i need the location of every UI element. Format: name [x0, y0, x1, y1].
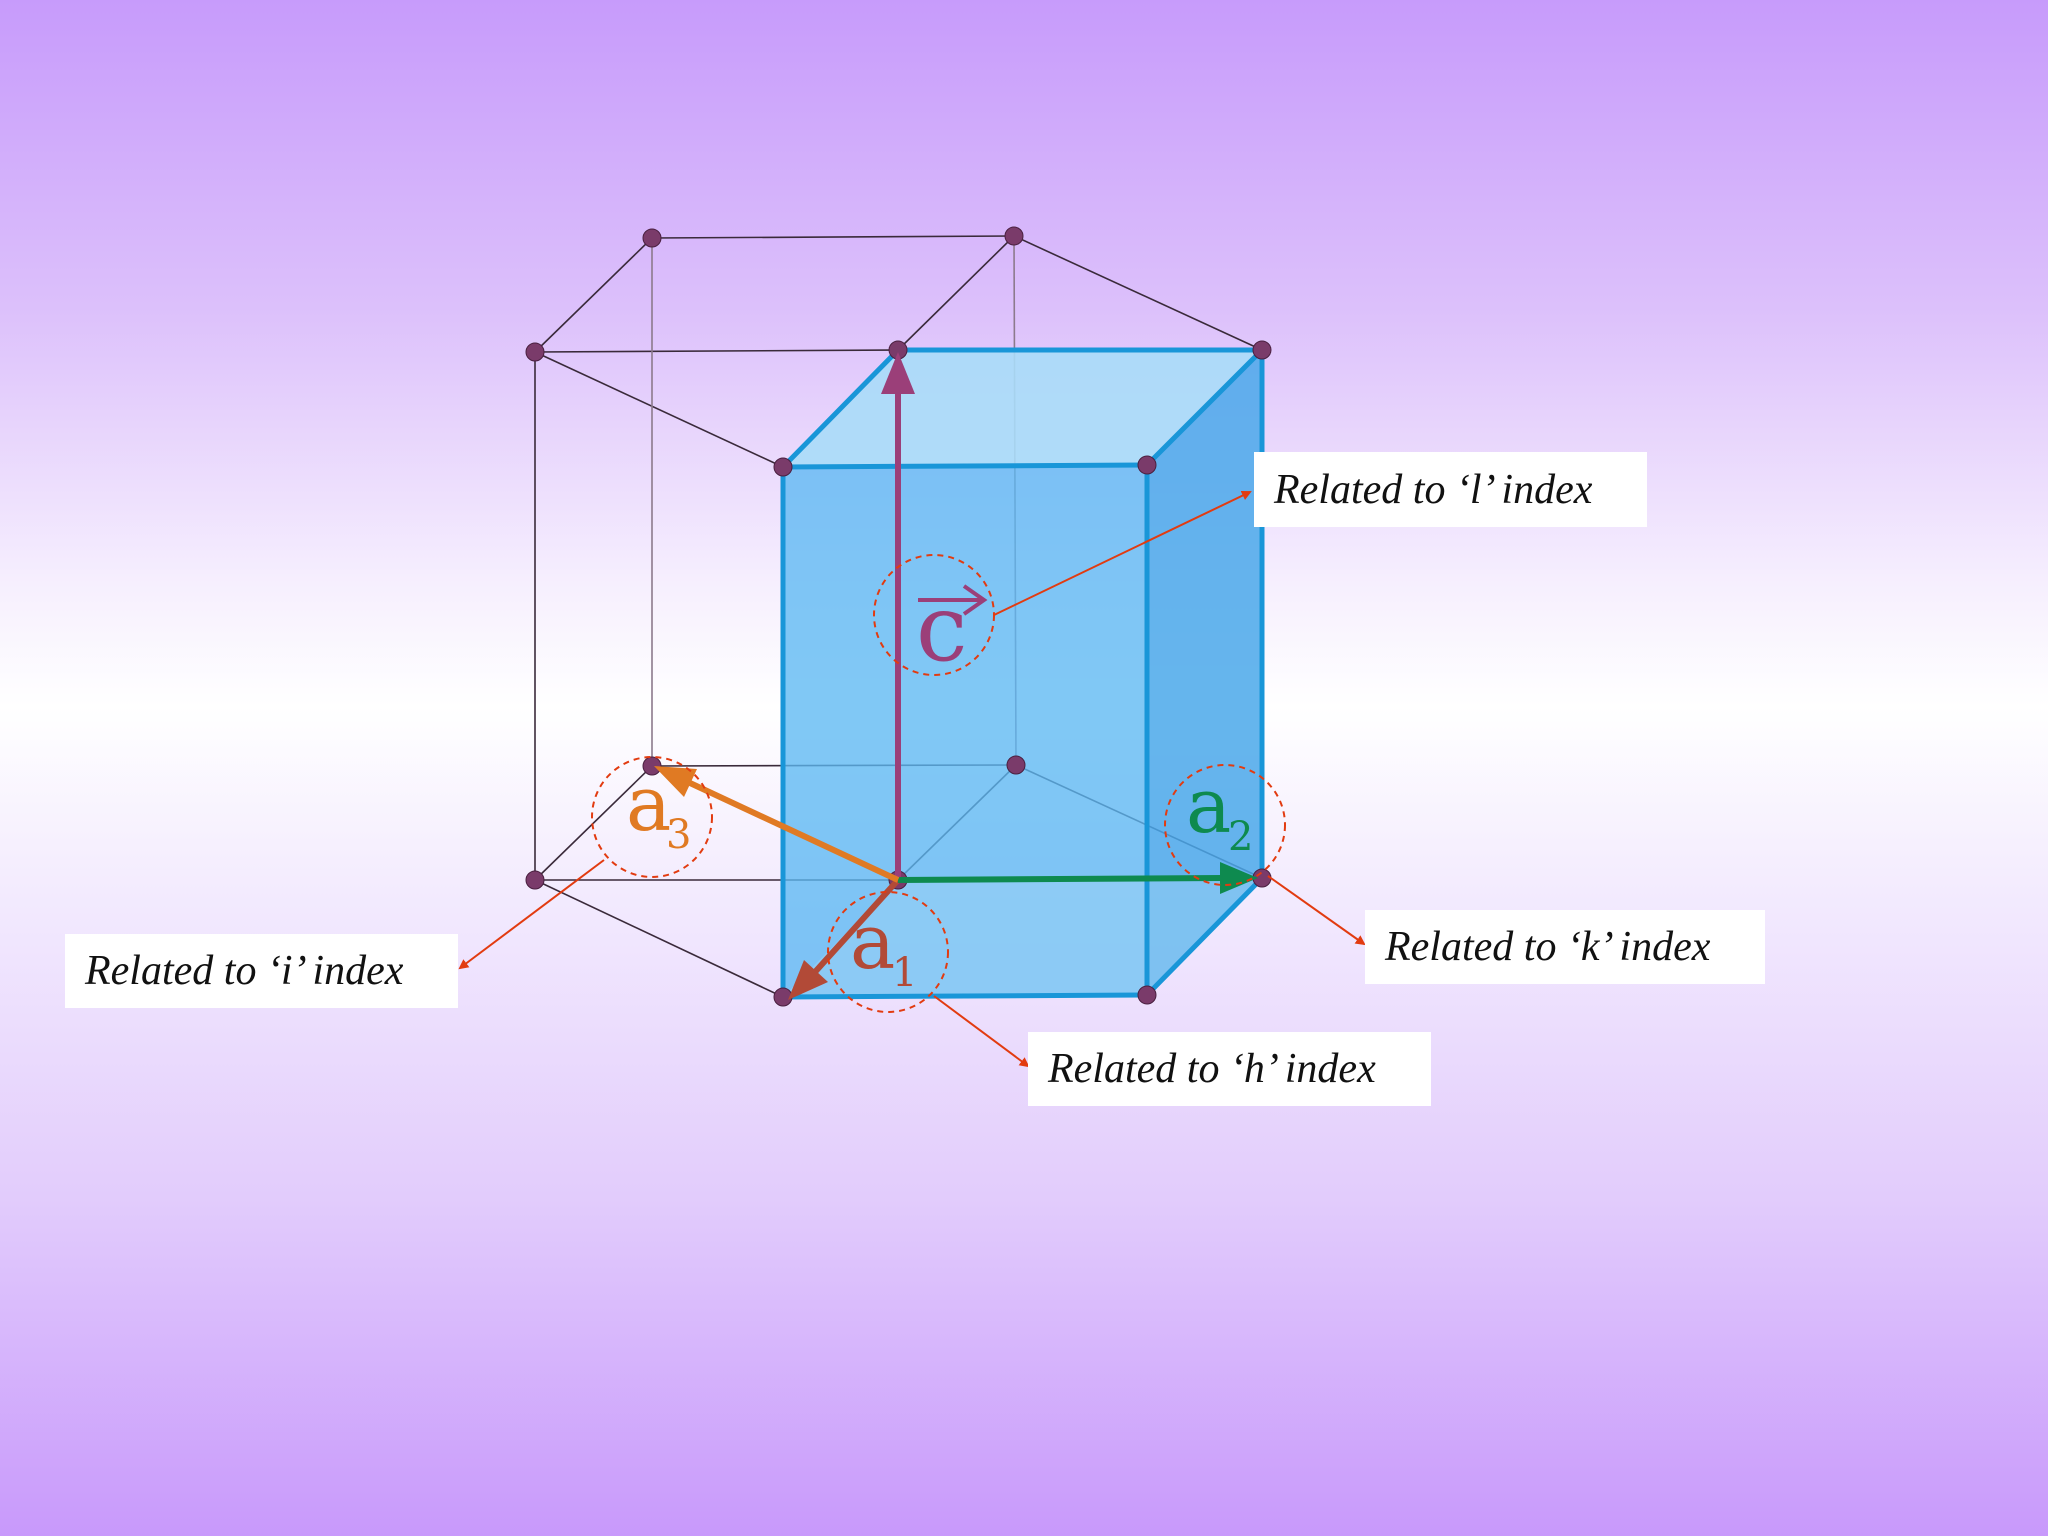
- atom: [1137, 985, 1157, 1005]
- callout-lines: [458, 490, 1366, 1068]
- callout-line-i: [458, 859, 605, 970]
- highlight-circle-a2: [1164, 764, 1286, 886]
- atom: [642, 228, 662, 248]
- atom: [525, 342, 545, 362]
- label-h-index: Related to ‘h’ index: [1028, 1032, 1431, 1106]
- atom: [1137, 455, 1157, 475]
- atom: [1252, 340, 1272, 360]
- atom: [525, 870, 545, 890]
- vector-c-arrow: [881, 352, 915, 880]
- vector-a3-label: a 3: [626, 759, 691, 858]
- highlight-circle-a3: [591, 756, 713, 878]
- unit-cell-right-face: [1147, 350, 1262, 995]
- vector-a1-arrow: [788, 877, 901, 1000]
- lattice-atoms: [525, 226, 1272, 1007]
- svg-text:3: 3: [666, 812, 691, 858]
- callout-line-k: [1267, 875, 1366, 946]
- unit-cell-front-face: [783, 465, 1147, 997]
- label-l-index: Related to ‘l’ index: [1254, 452, 1647, 527]
- highlight-circle-a1: [827, 891, 949, 1013]
- vector-a2-label: a 2: [1186, 761, 1253, 860]
- atom: [1004, 226, 1024, 246]
- atom: [773, 457, 793, 477]
- vector-a1-label: a 1: [850, 897, 917, 996]
- vector-c-label: c: [916, 575, 988, 682]
- callout-line-h: [933, 995, 1030, 1068]
- label-k-index: Related to ‘k’ index: [1365, 910, 1765, 984]
- vector-a3-arrow: [654, 766, 900, 883]
- svg-text:a: a: [1186, 761, 1231, 850]
- atom: [1006, 755, 1026, 775]
- svg-text:a: a: [850, 897, 895, 986]
- svg-text:c: c: [916, 575, 968, 682]
- label-i-index: Related to ‘i’ index: [65, 934, 458, 1008]
- svg-text:a: a: [626, 759, 671, 848]
- unit-cell-bottom-face: [783, 878, 1262, 997]
- svg-text:2: 2: [1228, 814, 1253, 860]
- vector-a2-arrow: [897, 862, 1258, 894]
- atom: [642, 756, 662, 776]
- callout-line-l: [993, 490, 1252, 616]
- svg-text:1: 1: [892, 950, 917, 996]
